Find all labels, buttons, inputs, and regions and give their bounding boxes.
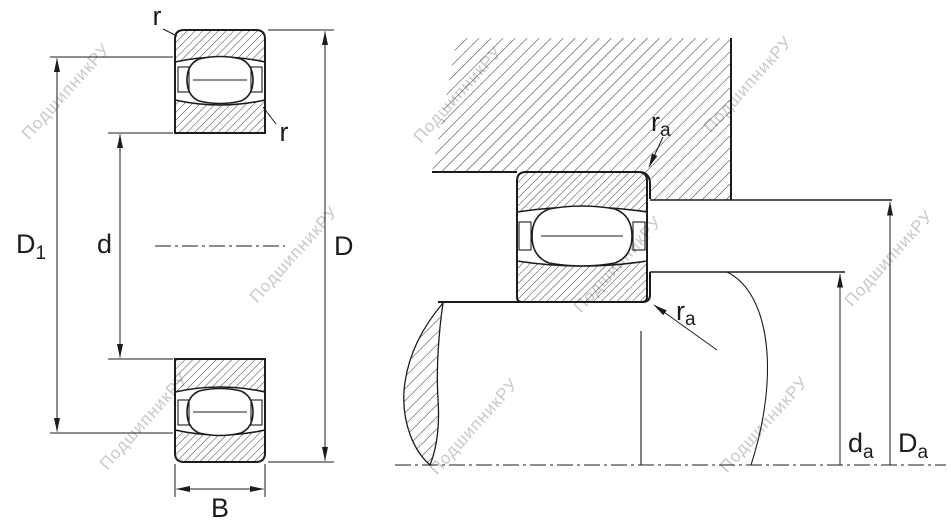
inner-ring-hatch-right bbox=[517, 261, 647, 302]
label-da-base: d bbox=[848, 428, 863, 458]
watermark-text: ПодшипникРУ bbox=[716, 372, 812, 476]
inner-ring-bottom-hatch bbox=[175, 359, 265, 392]
label-da: da bbox=[848, 428, 874, 463]
right-view-mounting bbox=[395, 38, 946, 467]
outer-ring-top-hatch bbox=[175, 30, 265, 62]
shaft-break-section bbox=[403, 300, 444, 467]
watermark-text: ПодшипникРУ bbox=[18, 39, 114, 143]
outer-ring-bottom-hatch bbox=[175, 430, 265, 462]
label-D: D bbox=[334, 231, 354, 261]
cage-bottom-left bbox=[177, 399, 190, 426]
right-view-dimensions: ra ra da Da bbox=[648, 107, 929, 465]
cage-top-left bbox=[177, 66, 190, 93]
cage-top-right bbox=[250, 66, 263, 93]
label-D1-base: D bbox=[16, 229, 36, 259]
label-Da-base: D bbox=[898, 428, 918, 458]
cage-right-left bbox=[518, 221, 532, 251]
inner-raceway-top bbox=[174, 99, 266, 106]
label-B: B bbox=[211, 493, 229, 523]
label-da-sub: a bbox=[863, 442, 874, 463]
inner-raceway-bottom bbox=[174, 386, 266, 393]
label-ra-shaft-base: r bbox=[676, 296, 685, 326]
label-D1-sub: 1 bbox=[36, 243, 47, 264]
label-ra-housing: ra bbox=[651, 107, 671, 141]
label-r-inner: r bbox=[280, 117, 289, 147]
bottom-ring-outline bbox=[174, 358, 266, 463]
watermark-text: ПодшипникРУ bbox=[246, 202, 342, 306]
leader-r-inner bbox=[262, 106, 277, 125]
leader-ra-shaft bbox=[653, 304, 718, 351]
label-ra-housing-base: r bbox=[651, 107, 660, 137]
cage-bottom-right bbox=[250, 399, 263, 426]
shaft-break-curve bbox=[726, 271, 769, 466]
label-ra-shaft: ra bbox=[676, 296, 696, 330]
leader-r-outer bbox=[162, 28, 178, 37]
cage-right-right bbox=[632, 221, 646, 251]
label-Da: Da bbox=[898, 428, 929, 463]
label-ra-shaft-sub: a bbox=[685, 309, 696, 330]
outer-ring-hatch-right bbox=[517, 172, 647, 212]
label-d: d bbox=[97, 229, 112, 259]
watermark-text: ПодшипникРУ bbox=[426, 374, 522, 478]
bearing-outline-right bbox=[516, 171, 648, 303]
watermark-text: ПодшипникРУ bbox=[841, 206, 937, 310]
inner-ring-top-hatch bbox=[175, 100, 265, 133]
left-view-bearing-section bbox=[155, 29, 285, 463]
label-r-outer: r bbox=[153, 1, 162, 31]
leader-ra-housing bbox=[648, 136, 664, 168]
label-Da-sub: a bbox=[918, 442, 929, 463]
left-view-dimensions: D D1 d B r r bbox=[16, 1, 354, 523]
label-ra-housing-sub: a bbox=[660, 120, 671, 141]
label-D1: D1 bbox=[16, 229, 46, 264]
